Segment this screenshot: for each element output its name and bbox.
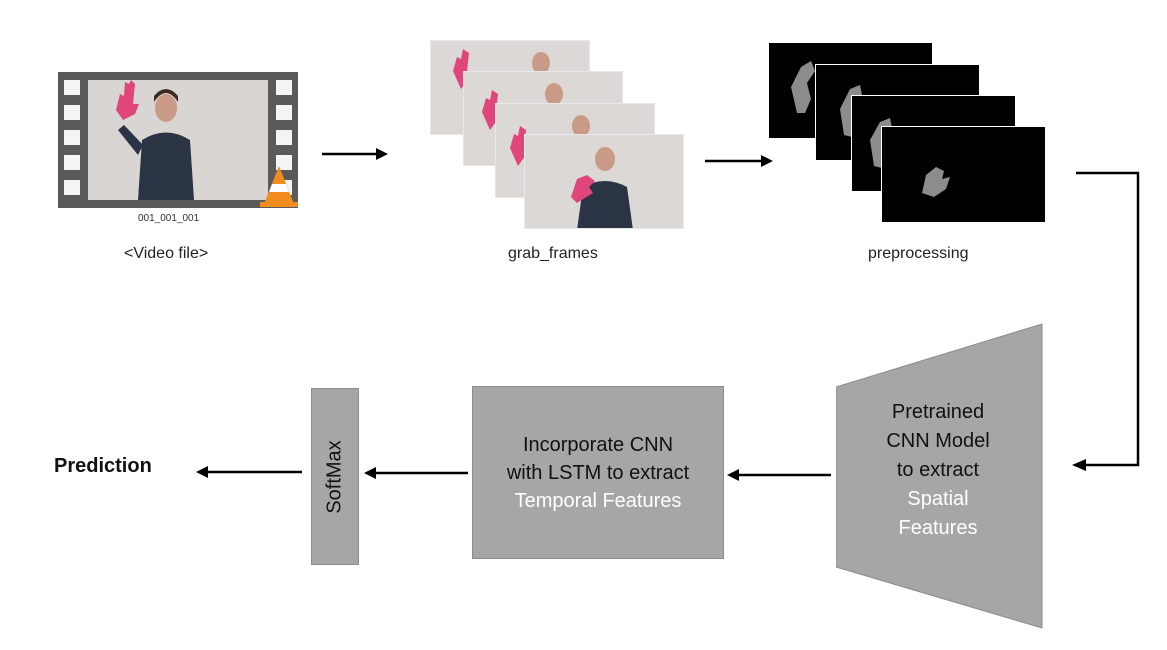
- preprocessing-label: preprocessing: [868, 245, 969, 262]
- frames-stack: [430, 40, 690, 230]
- video-filename: 001_001_001: [138, 213, 200, 224]
- vlc-cone-icon: [260, 166, 298, 207]
- lstm-line-3: Temporal Features: [514, 489, 682, 512]
- film-perforations-left: [64, 80, 80, 195]
- video-file-label: <Video file>: [124, 245, 209, 262]
- grab-frames-label: grab_frames: [508, 245, 598, 262]
- frame-4: [524, 134, 684, 229]
- arrow-2: [705, 155, 773, 167]
- mask-4: [881, 126, 1046, 223]
- lstm-box: Incorporate CNN with LSTM to extract Tem…: [472, 386, 724, 559]
- cnn-line-5: Features: [898, 517, 978, 539]
- arrow-5: [196, 466, 302, 478]
- lstm-line-2: with LSTM to extract: [506, 461, 690, 484]
- video-thumbnail[interactable]: [58, 72, 298, 208]
- arrow-3: [727, 469, 831, 481]
- cnn-line-1: Pretrained: [891, 401, 985, 423]
- lstm-line-1: Incorporate CNN: [522, 433, 674, 456]
- arrow-4: [364, 467, 468, 479]
- cnn-model-shape: [836, 323, 1043, 629]
- arrow-1: [322, 148, 388, 160]
- prediction-label: Prediction: [54, 455, 152, 477]
- person-signing-image: [88, 80, 268, 200]
- cnn-line-2: CNN Model: [886, 430, 990, 452]
- cnn-line-3: to extract: [896, 459, 980, 481]
- cnn-line-4: Spatial: [907, 488, 969, 510]
- connector-arrow: [1072, 171, 1140, 471]
- preprocessed-stack: [768, 42, 1058, 232]
- softmax-box: SoftMax: [311, 388, 359, 565]
- video-frame: [88, 80, 268, 200]
- cnn-model-text: Pretrained CNN Model to extract Spatial …: [848, 398, 1028, 543]
- softmax-label: SoftMax: [324, 439, 347, 514]
